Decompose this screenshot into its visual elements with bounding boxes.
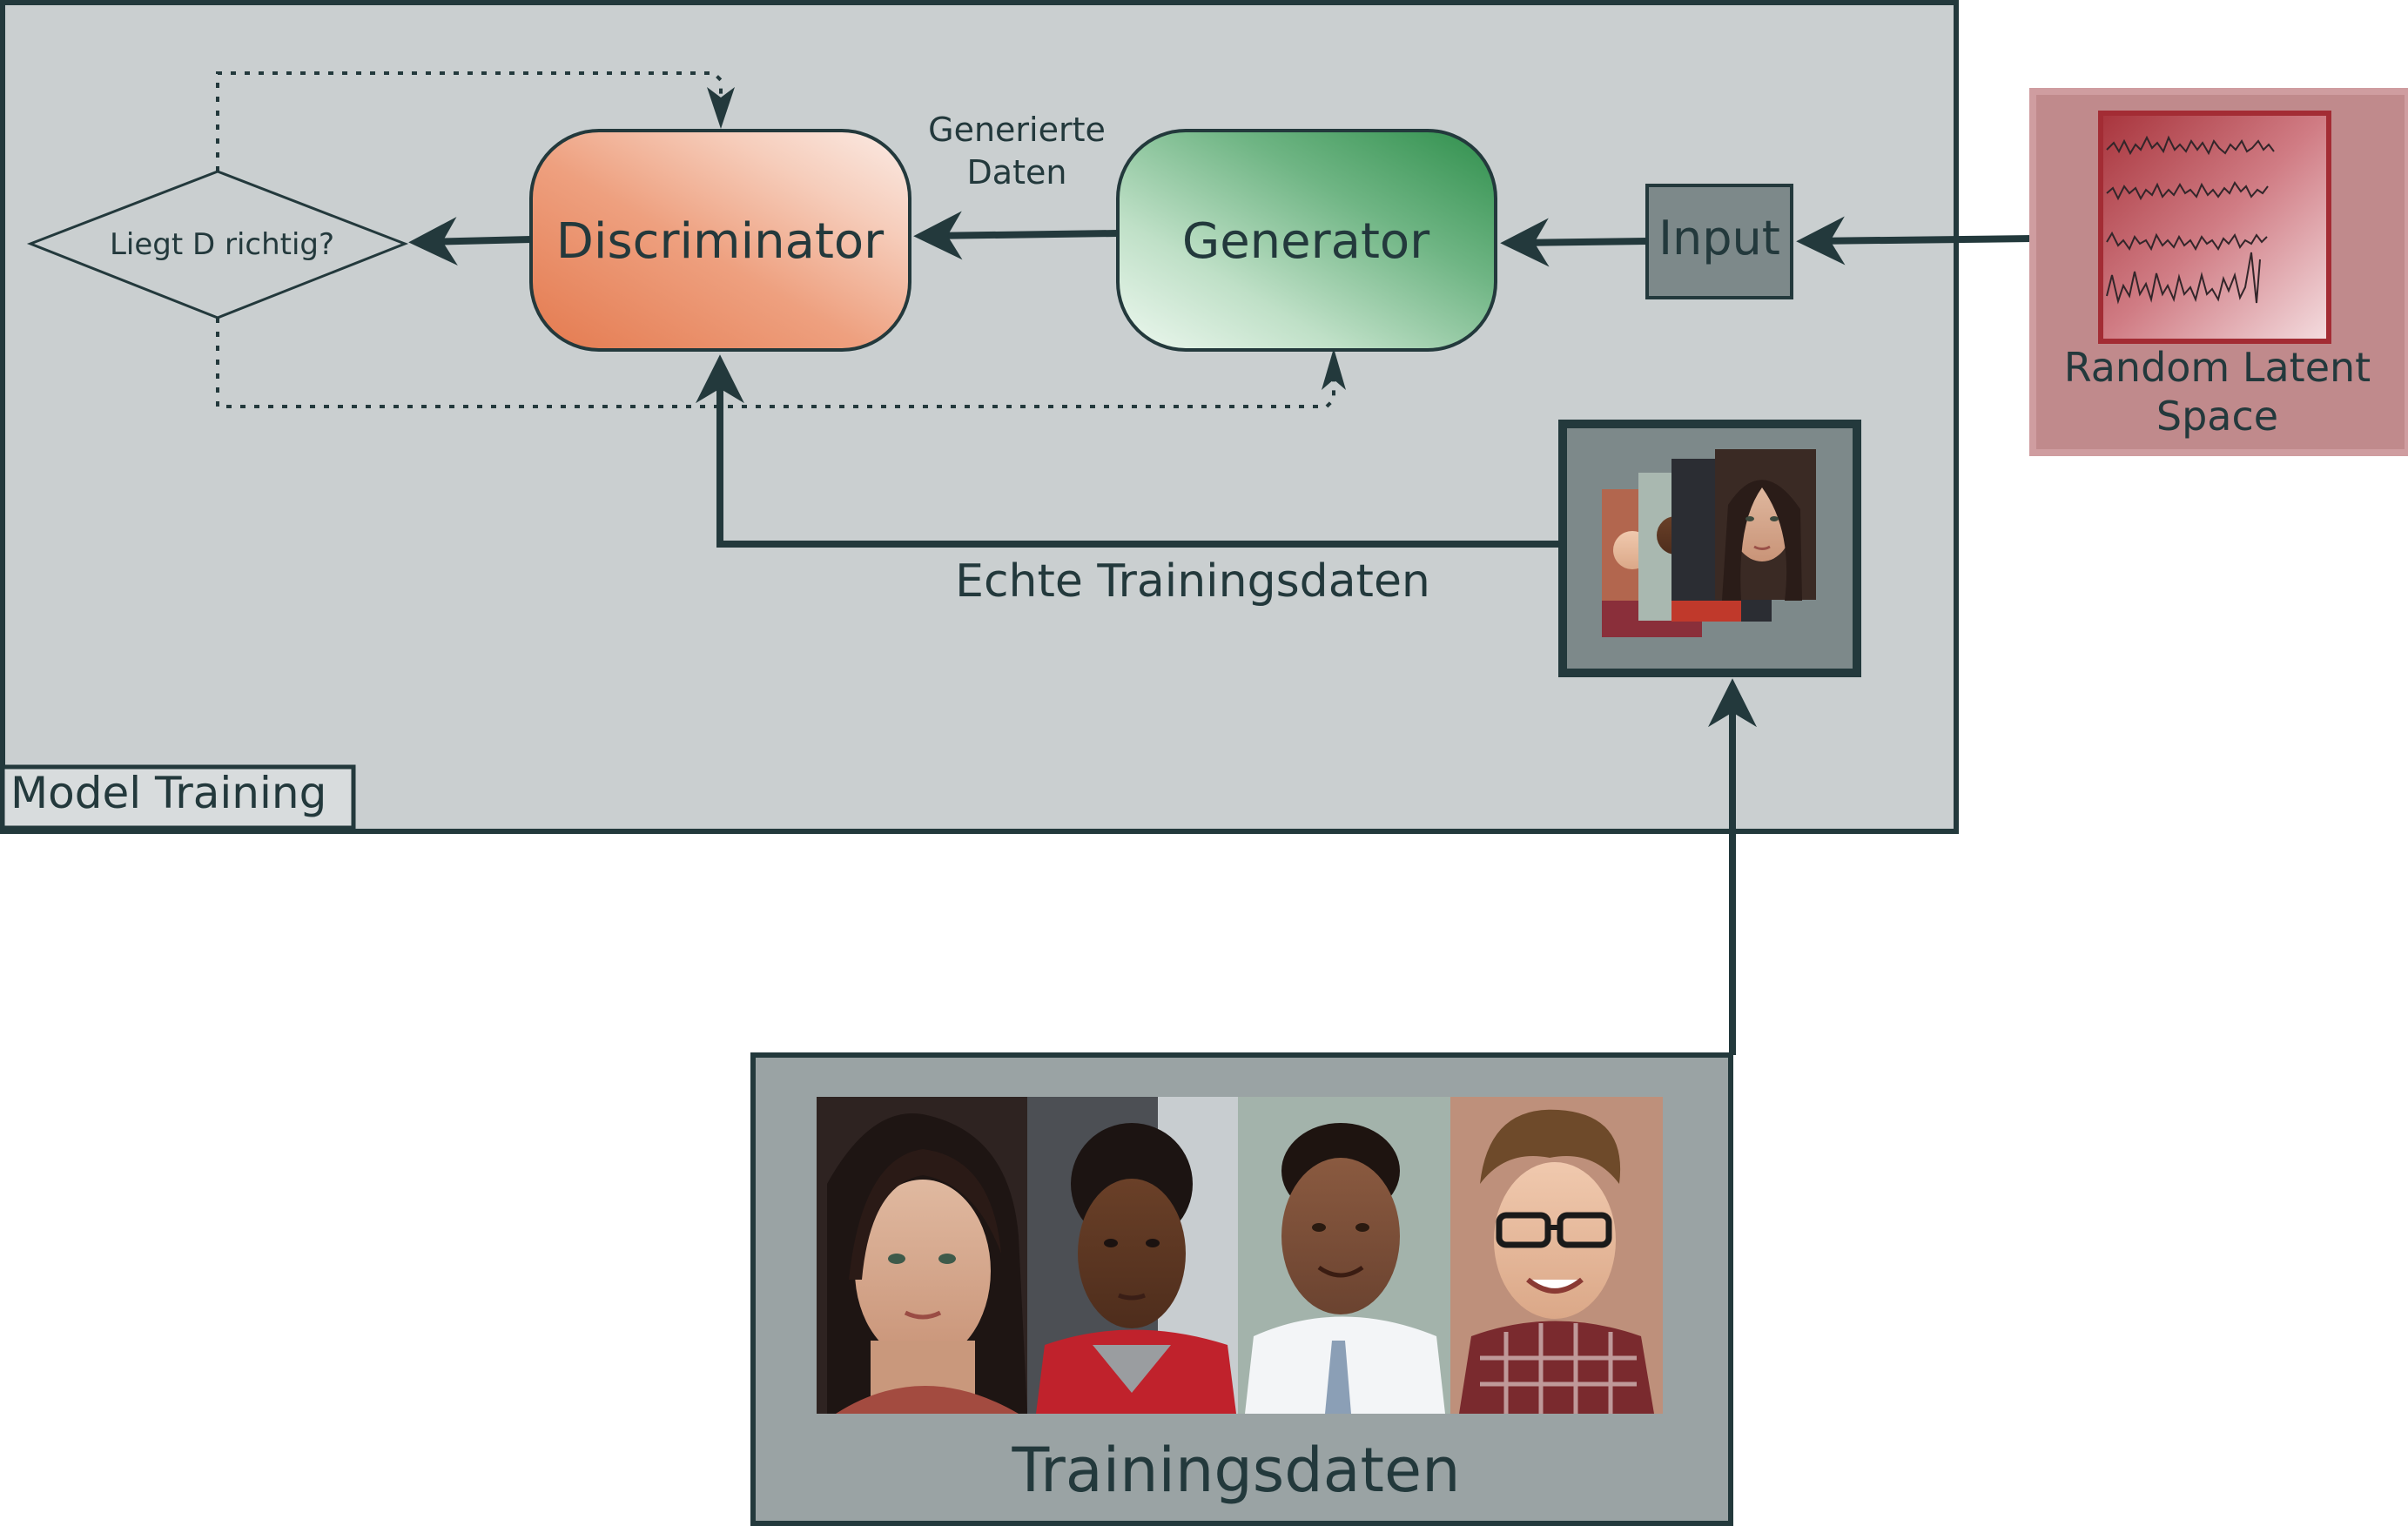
- arrow-latent-to-input: [1796, 216, 2034, 266]
- input-label: Input: [1658, 211, 1780, 266]
- generated-data-label-line1: Generierte: [928, 111, 1106, 149]
- training-data-label: Trainingsdaten: [1012, 1435, 1461, 1506]
- feedback-arrowhead-generator: [1322, 348, 1346, 390]
- random-latent-space-label-line1: Random Latent: [2064, 344, 2371, 391]
- arrow-discriminator-to-decision: [408, 217, 532, 266]
- arrow-input-to-generator: [1500, 218, 1648, 267]
- model-training-panel: [0, 0, 1959, 834]
- noise-waveforms: [2106, 135, 2275, 305]
- real-training-data-label: Echte Trainingsdaten: [955, 555, 1430, 608]
- face-photo-icon: [1450, 1097, 1663, 1414]
- arrow-generator-to-discriminator: [913, 211, 1119, 260]
- noise-waveform-icon: [2098, 111, 2331, 344]
- decision-diamond: [26, 170, 409, 319]
- decision-label: Liegt D richtig?: [110, 227, 334, 262]
- arrow-real-data-to-discriminator: [696, 354, 1560, 548]
- feedback-arrowhead-discriminator: [707, 87, 735, 129]
- face-photo-icon: [1027, 1097, 1238, 1414]
- generator-label: Generator: [1182, 213, 1430, 270]
- model-training-label-box: [0, 764, 356, 830]
- face-photo-icon: [817, 1097, 1027, 1414]
- face-photo-icon: [1238, 1097, 1450, 1414]
- generated-data-label-line2: Daten: [967, 153, 1067, 192]
- model-training-label: Model Training: [10, 768, 326, 818]
- real-data-stack-photos: [1602, 449, 1816, 637]
- random-latent-space-label-line2: Space: [2156, 393, 2278, 440]
- feedback-loop-to-generator: [216, 318, 1335, 408]
- generator-box[interactable]: [1116, 129, 1497, 352]
- discriminator-label: Discriminator: [556, 213, 885, 270]
